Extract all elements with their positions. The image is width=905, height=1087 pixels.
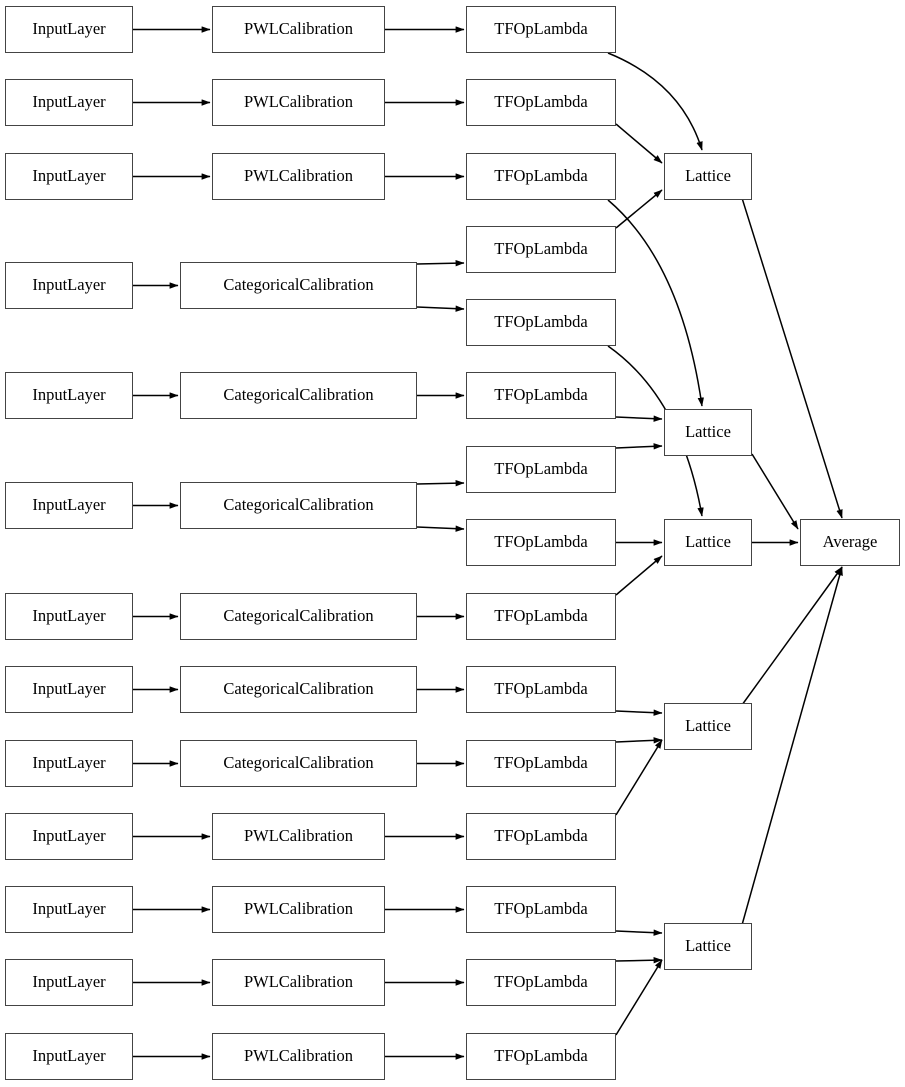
node-cal4[interactable]: CategoricalCalibration (180, 262, 417, 309)
edge-tf10-to-lat4 (615, 709, 663, 716)
node-in11[interactable]: InputLayer (5, 886, 133, 933)
node-cal13[interactable]: PWLCalibration (212, 1033, 385, 1080)
edge-tf12-to-lat4 (615, 739, 663, 816)
node-tf15[interactable]: TFOpLambda (466, 1033, 616, 1080)
node-cal11[interactable]: PWLCalibration (212, 886, 385, 933)
edge-cal6-to-tf8 (416, 525, 465, 532)
edge-cal6-to-tf7 (416, 479, 465, 487)
node-avg[interactable]: Average (800, 519, 900, 566)
edge-tf3-to-lat2 (607, 199, 704, 407)
node-lat2[interactable]: Lattice (664, 409, 752, 456)
edge-tf7-to-lat2 (615, 443, 663, 450)
node-tf3[interactable]: TFOpLambda (466, 153, 616, 200)
edge-tf2-to-lat1 (615, 123, 663, 164)
node-in5[interactable]: InputLayer (5, 372, 133, 419)
node-tf6[interactable]: TFOpLambda (466, 372, 616, 419)
node-tf13[interactable]: TFOpLambda (466, 886, 616, 933)
node-cal10[interactable]: PWLCalibration (212, 813, 385, 860)
node-lat5[interactable]: Lattice (664, 923, 752, 970)
node-cal7[interactable]: CategoricalCalibration (180, 593, 417, 640)
node-lat3[interactable]: Lattice (664, 519, 752, 566)
node-cal12[interactable]: PWLCalibration (212, 959, 385, 1006)
node-tf7[interactable]: TFOpLambda (466, 446, 616, 493)
node-in4[interactable]: InputLayer (5, 262, 133, 309)
node-tf14[interactable]: TFOpLambda (466, 959, 616, 1006)
node-cal8[interactable]: CategoricalCalibration (180, 666, 417, 713)
edge-lat1-to-avg (741, 197, 843, 519)
edge-tf15-to-lat5 (615, 959, 663, 1036)
node-cal9[interactable]: CategoricalCalibration (180, 740, 417, 787)
edge-tf1-to-lat1 (607, 52, 703, 151)
edge-cal4-to-tf4 (416, 259, 465, 267)
edge-tf13-to-lat5 (615, 929, 663, 936)
edge-lat4-to-avg (741, 566, 843, 706)
node-tf9[interactable]: TFOpLambda (466, 593, 616, 640)
node-in9[interactable]: InputLayer (5, 740, 133, 787)
edge-cal4-to-tf5 (416, 305, 465, 312)
node-in1[interactable]: InputLayer (5, 6, 133, 53)
edge-lat5-to-avg (741, 566, 843, 926)
node-tf1[interactable]: TFOpLambda (466, 6, 616, 53)
node-in7[interactable]: InputLayer (5, 593, 133, 640)
node-cal2[interactable]: PWLCalibration (212, 79, 385, 126)
node-tf10[interactable]: TFOpLambda (466, 666, 616, 713)
edge-tf9-to-lat3 (615, 555, 663, 596)
node-in10[interactable]: InputLayer (5, 813, 133, 860)
node-lat1[interactable]: Lattice (664, 153, 752, 200)
edge-tf6-to-lat2 (615, 415, 663, 422)
node-tf8[interactable]: TFOpLambda (466, 519, 616, 566)
node-tf11[interactable]: TFOpLambda (466, 740, 616, 787)
edge-lat2-to-avg (751, 453, 799, 530)
node-lat4[interactable]: Lattice (664, 703, 752, 750)
edge-tf14-to-lat5 (615, 956, 663, 964)
node-tf2[interactable]: TFOpLambda (466, 79, 616, 126)
edge-tf11-to-lat4 (615, 737, 663, 744)
node-tf5[interactable]: TFOpLambda (466, 299, 616, 346)
node-tf4[interactable]: TFOpLambda (466, 226, 616, 273)
node-cal5[interactable]: CategoricalCalibration (180, 372, 417, 419)
node-in3[interactable]: InputLayer (5, 153, 133, 200)
node-in12[interactable]: InputLayer (5, 959, 133, 1006)
node-cal3[interactable]: PWLCalibration (212, 153, 385, 200)
node-in2[interactable]: InputLayer (5, 79, 133, 126)
node-cal1[interactable]: PWLCalibration (212, 6, 385, 53)
node-in6[interactable]: InputLayer (5, 482, 133, 529)
node-tf12[interactable]: TFOpLambda (466, 813, 616, 860)
node-in8[interactable]: InputLayer (5, 666, 133, 713)
edge-tf4-to-lat1 (615, 189, 663, 229)
node-in13[interactable]: InputLayer (5, 1033, 133, 1080)
node-cal6[interactable]: CategoricalCalibration (180, 482, 417, 529)
